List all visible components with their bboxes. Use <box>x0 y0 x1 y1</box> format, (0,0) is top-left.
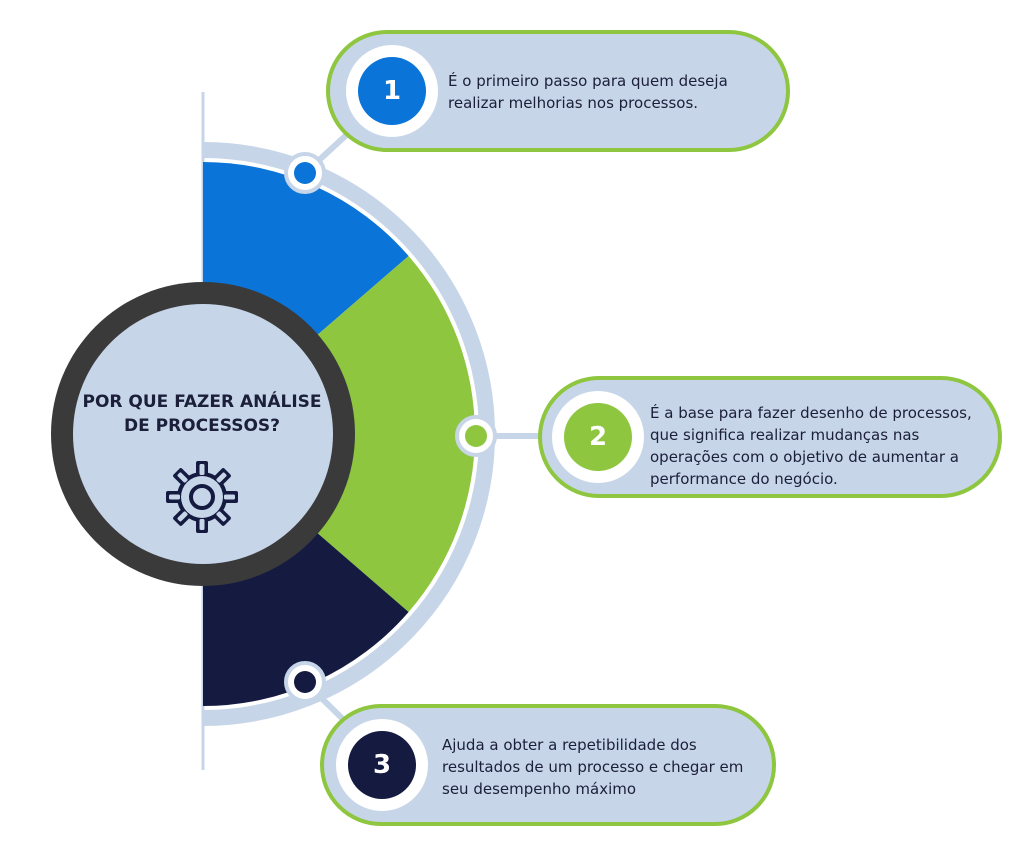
center-title: POR QUE FAZER ANÁLISE DE PROCESSOS? <box>72 390 332 438</box>
step-3-line-1: Ajuda a obter a repetibilidade dos <box>442 736 697 754</box>
connector-dot-1-inner <box>294 162 316 184</box>
step-2-line-2: que significa realizar mudanças nas <box>650 426 920 444</box>
step-number-badge-2: 2 <box>564 403 632 471</box>
center-title-line-2: DE PROCESSOS? <box>123 416 280 436</box>
step-badge-ring-1: 1 <box>346 45 438 137</box>
step-number-badge-3: 3 <box>348 731 416 799</box>
step-3-line-2: resultados de um processo e chegar em <box>442 758 744 776</box>
step-description-3: Ajuda a obter a repetibilidade dos resul… <box>442 734 768 800</box>
step-description-1: É o primeiro passo para quem deseja real… <box>448 70 778 114</box>
step-badge-ring-3: 3 <box>336 719 428 811</box>
step-3-line-3: seu desempenho máximo <box>442 780 637 798</box>
step-2-line-3: operações com o objetivo de aumentar a <box>650 448 960 466</box>
center-title-line-1: POR QUE FAZER ANÁLISE <box>82 392 322 412</box>
step-number-badge-1: 1 <box>358 57 426 125</box>
step-badge-ring-2: 2 <box>552 391 644 483</box>
step-2-line-1: É a base para fazer desenho de processos… <box>650 404 972 422</box>
connector-dot-2-inner <box>465 425 487 447</box>
step-2-line-4: performance do negócio. <box>650 470 838 488</box>
gear-icon <box>166 461 238 533</box>
step-description-2: É a base para fazer desenho de processos… <box>650 402 994 490</box>
center-disc <box>73 304 333 564</box>
step-card-1: 1 É o primeiro passo para quem deseja re… <box>326 30 790 152</box>
step-1-line-1: É o primeiro passo para quem deseja <box>448 72 728 90</box>
connector-dot-3-inner <box>294 671 316 693</box>
step-card-2: 2 É a base para fazer desenho de process… <box>538 376 1002 498</box>
step-1-line-2: realizar melhorias nos processos. <box>448 94 699 112</box>
step-card-3: 3 Ajuda a obter a repetibilidade dos res… <box>320 704 776 826</box>
